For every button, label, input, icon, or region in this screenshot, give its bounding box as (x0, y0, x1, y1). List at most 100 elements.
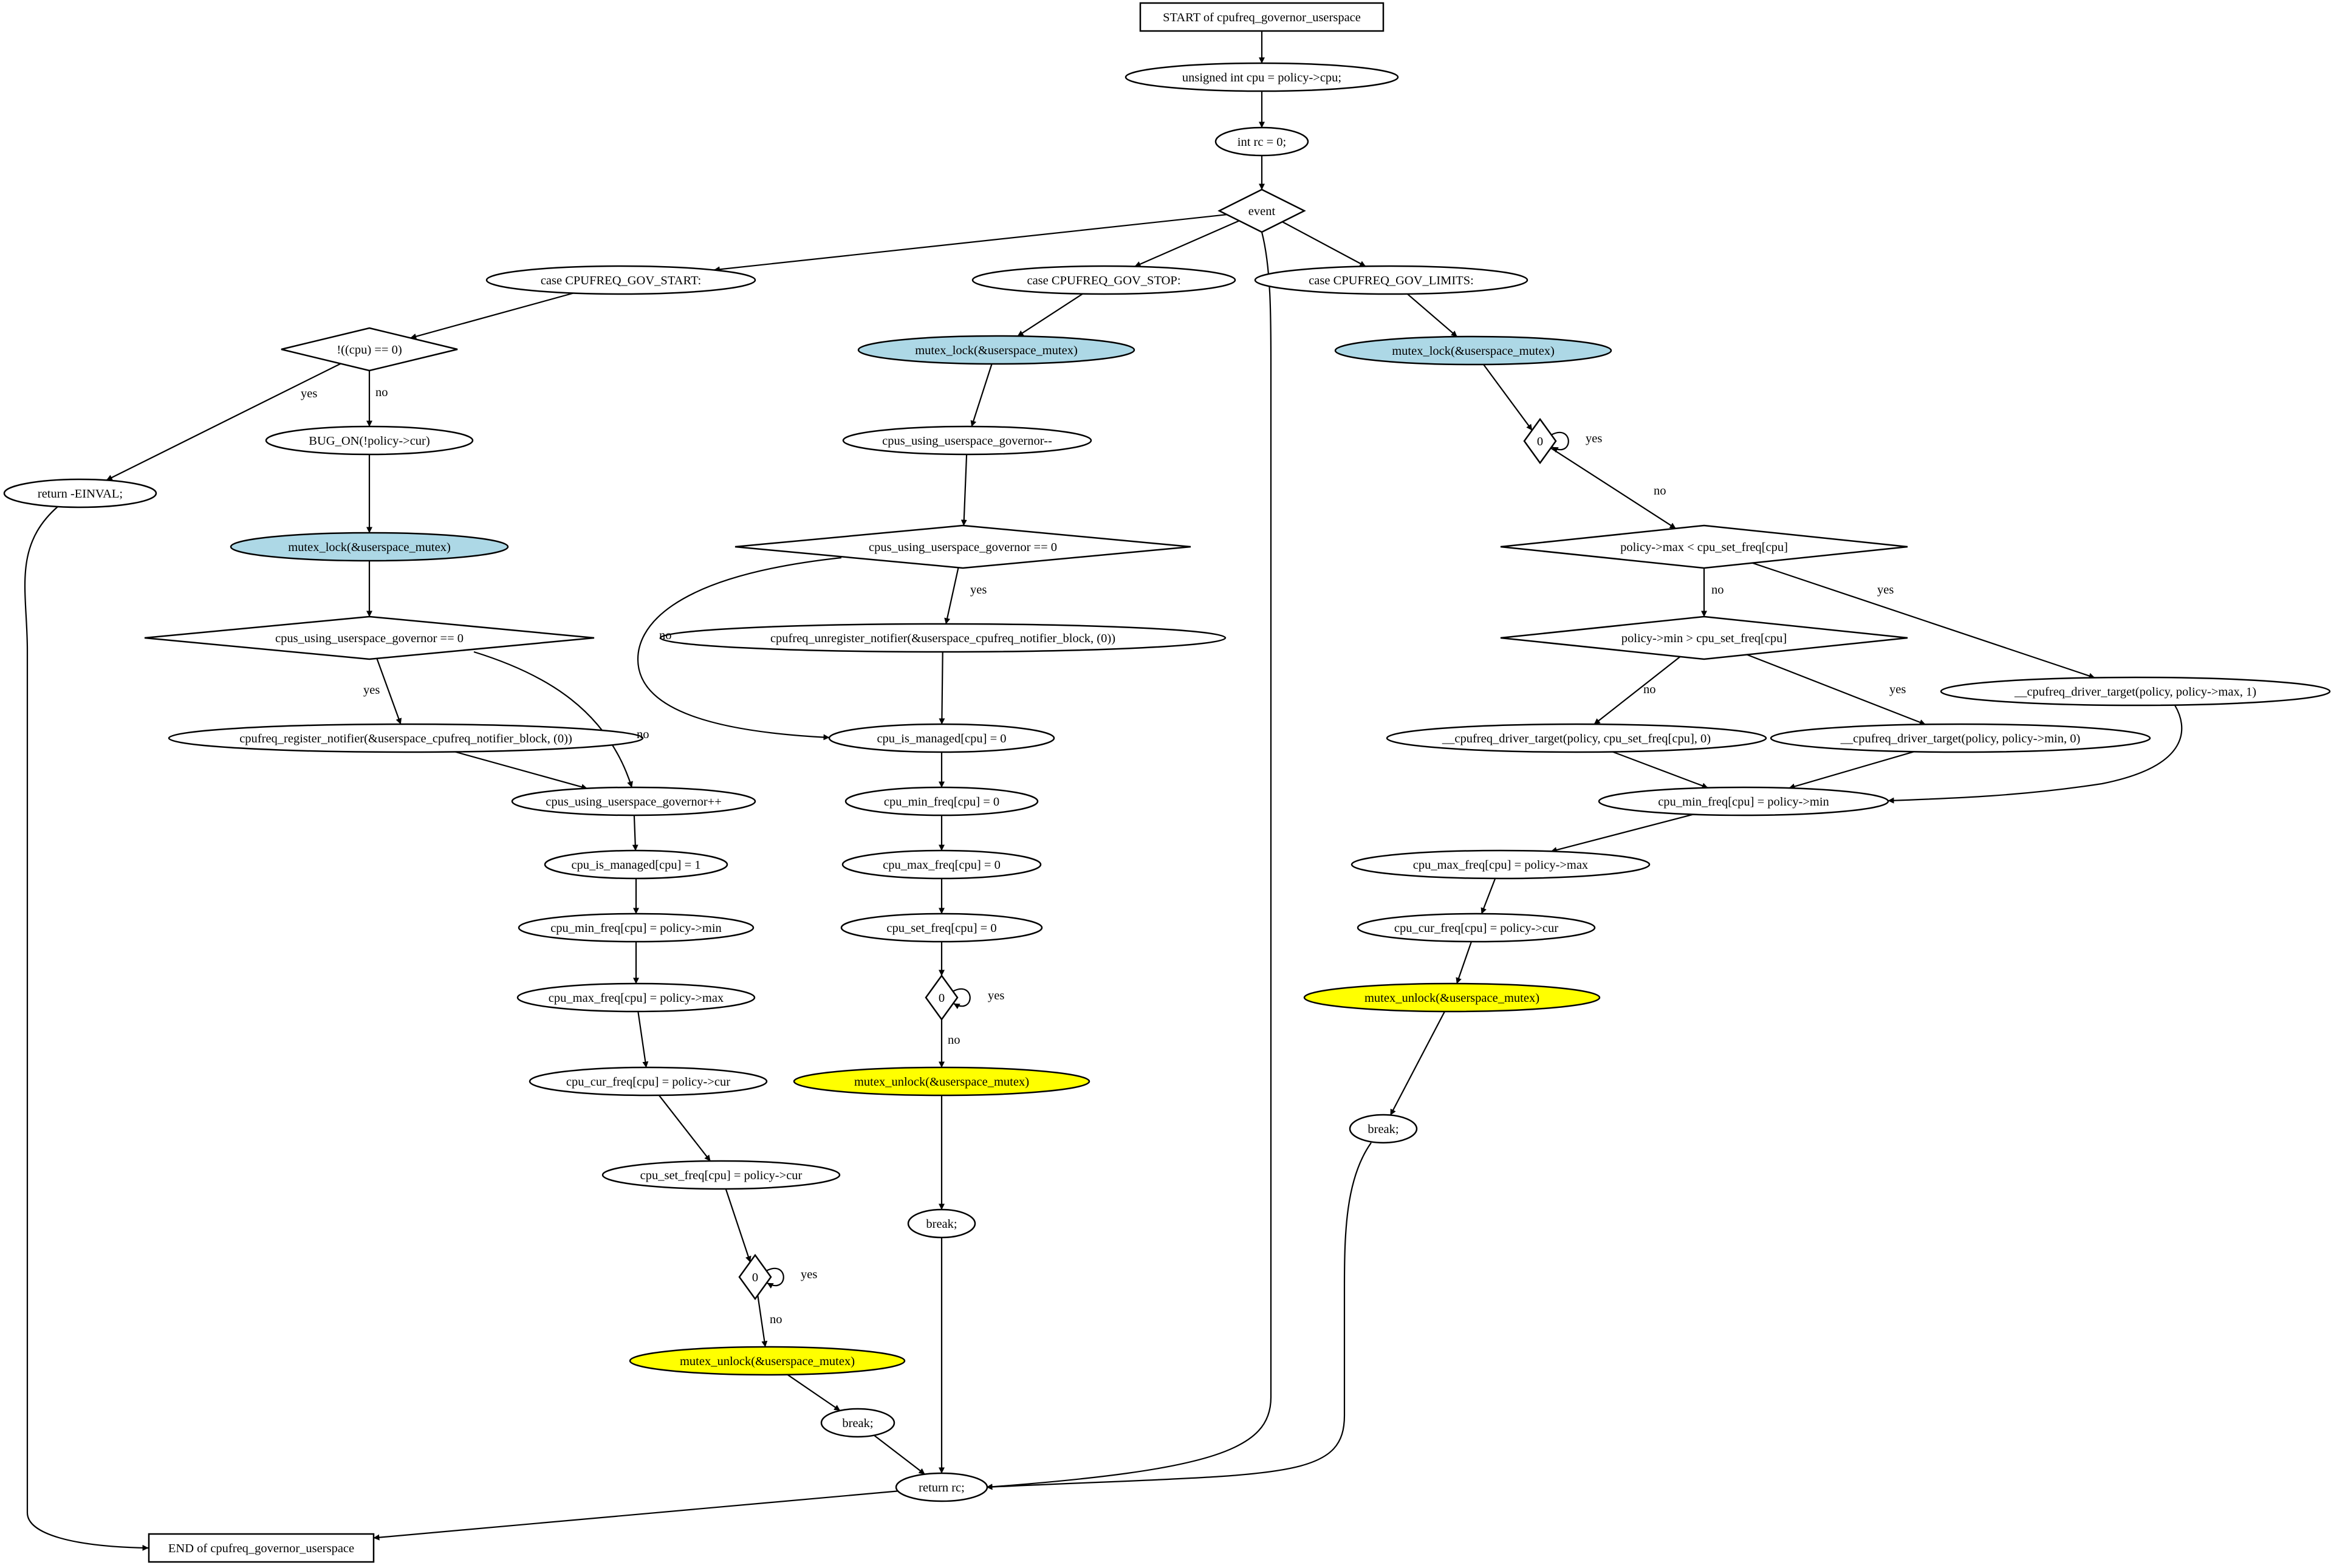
node-lock-stop: mutex_lock(&userspace_mutex) (857, 335, 1135, 365)
edge-label: no (1711, 583, 1724, 597)
edge-inc-using-to-managed1 (632, 815, 638, 851)
node-shape (148, 1533, 375, 1563)
edge-label: yes (988, 989, 1004, 1002)
edge-cur-limits-to-unlock-limits (1456, 941, 1473, 984)
edge-label: no (1654, 484, 1666, 498)
node-event: event (1217, 188, 1306, 233)
node-lock-start: mutex_lock(&userspace_mutex) (230, 532, 509, 562)
node-reg-notifier: cpufreq_register_notifier(&userspace_cpu… (168, 723, 644, 753)
node-shape (516, 982, 756, 1013)
node-shape (1357, 912, 1596, 943)
node-shape (844, 786, 1039, 817)
node-bug-on: BUG_ON(!policy->cur) (265, 425, 474, 456)
node-target-min: __cpufreq_driver_target(policy, policy->… (1770, 723, 2151, 753)
edge-dec-using-to-d-using0-stop (960, 454, 968, 526)
node-shape (738, 1253, 772, 1301)
node-label: case CPUFREQ_GOV_START: (541, 274, 701, 287)
node-shape (1386, 723, 1767, 753)
edge-lock-stop-to-dec-using (970, 363, 993, 427)
node-lock-limits: mutex_lock(&userspace_mutex) (1334, 335, 1612, 366)
node-break-start: break; (820, 1408, 895, 1438)
node-shape (1500, 615, 1908, 660)
node-shape (1254, 265, 1529, 295)
edge-label: no (659, 629, 672, 642)
edge-case-start-to-d-cpu (410, 292, 574, 340)
edge-set-start-to-d0-start (725, 1188, 751, 1262)
node-label: mutex_lock(&userspace_mutex) (1392, 344, 1555, 358)
node-shape (1598, 786, 1889, 817)
node-label: return rc; (919, 1481, 965, 1494)
node-n-cpu: unsigned int cpu = policy->cpu; (1125, 62, 1399, 92)
node-label: cpus_using_userspace_governor == 0 (275, 632, 464, 645)
node-d-max-lt: policy->max < cpu_set_freq[cpu] (1500, 524, 1908, 569)
node-shape (1770, 723, 2151, 753)
edge-event-to-case-start (713, 214, 1227, 273)
node-set-stop: cpu_set_freq[cpu] = 0 (840, 912, 1043, 943)
node-shape (1351, 849, 1651, 880)
node-unlock-limits: mutex_unlock(&userspace_mutex) (1303, 982, 1601, 1013)
node-label: mutex_unlock(&userspace_mutex) (680, 1355, 855, 1368)
node-inc-using: cpus_using_userspace_governor++ (511, 786, 756, 817)
node-label: cpu_max_freq[cpu] = policy->max (549, 991, 724, 1005)
edge-min-limits-to-max-limits (1550, 813, 1694, 853)
node-shape (734, 524, 1191, 569)
node-label: cpus_using_userspace_governor-- (882, 434, 1052, 448)
node-unreg-notifier: cpufreq_unregister_notifier(&userspace_c… (659, 623, 1227, 653)
edge-case-stop-to-lock-stop (1017, 293, 1083, 337)
node-shape (230, 532, 509, 562)
node-shape (840, 912, 1043, 943)
node-label: cpu_set_freq[cpu] = policy->cur (640, 1169, 803, 1182)
node-label: 0 (752, 1271, 758, 1284)
node-shape (1940, 676, 2331, 707)
node-d0-start: 0 (738, 1253, 772, 1301)
nodes-layer: START of cpufreq_governor_userspaceunsig… (3, 2, 2331, 1563)
node-shape (168, 723, 644, 753)
edge-max-limits-to-cur-limits (1481, 878, 1496, 914)
node-dec-using: cpus_using_userspace_governor-- (842, 425, 1092, 456)
node-min-limits: cpu_min_freq[cpu] = policy->min (1598, 786, 1889, 817)
node-label: policy->max < cpu_set_freq[cpu] (1620, 541, 1788, 554)
node-shape (511, 786, 756, 817)
edge-d-using0-start-to-inc-using (473, 651, 633, 788)
node-label: cpufreq_register_notifier(&userspace_cpu… (239, 732, 572, 745)
node-case-stop: case CPUFREQ_GOV_STOP: (971, 265, 1236, 295)
edge-ret-einval-to-end (24, 506, 149, 1551)
node-label: break; (1368, 1123, 1398, 1136)
node-shape (1303, 982, 1601, 1013)
node-shape (485, 265, 756, 295)
node-d-min-gt: policy->min > cpu_set_freq[cpu] (1500, 615, 1908, 660)
node-label: START of cpufreq_governor_userspace (1163, 11, 1361, 24)
node-label: cpufreq_unregister_notifier(&userspace_c… (770, 632, 1115, 645)
edge-cur-start-to-set-start (658, 1095, 711, 1162)
node-target-max: __cpufreq_driver_target(policy, policy->… (1940, 676, 2331, 707)
node-label: return -EINVAL; (38, 487, 123, 501)
edge-target-max-to-min-limits (1888, 705, 2183, 804)
node-label: __cpufreq_driver_target(policy, policy->… (2014, 685, 2256, 699)
node-label: cpu_min_freq[cpu] = 0 (884, 795, 999, 809)
node-shape (518, 912, 755, 943)
node-label: 0 (939, 991, 945, 1005)
node-case-limits: case CPUFREQ_GOV_LIMITS: (1254, 265, 1529, 295)
node-max-limits: cpu_max_freq[cpu] = policy->max (1351, 849, 1651, 880)
edge-d-using0-stop-to-managed0 (637, 556, 842, 741)
edge-break-start-to-ret-rc (874, 1434, 925, 1475)
node-label: BUG_ON(!policy->cur) (309, 434, 430, 448)
edges-layer (24, 31, 2183, 1551)
node-d0-stop: 0 (925, 974, 959, 1021)
node-label: cpus_using_userspace_governor++ (546, 795, 722, 809)
node-label: mutex_unlock(&userspace_mutex) (854, 1075, 1029, 1089)
edge-unlock-limits-to-break-limits (1389, 1011, 1445, 1116)
edge-label: no (948, 1033, 960, 1047)
edge-d-min-gt-to-target-min (1747, 654, 1926, 725)
node-set-start: cpu_set_freq[cpu] = policy->cur (601, 1160, 841, 1190)
edge-d0-stop-to-d0-stop (952, 988, 971, 1009)
node-min-start: cpu_min_freq[cpu] = policy->min (518, 912, 755, 943)
node-max-stop: cpu_max_freq[cpu] = 0 (841, 849, 1042, 880)
node-label: cpu_max_freq[cpu] = policy->max (1413, 858, 1588, 872)
node-shape (857, 335, 1135, 365)
node-label: cpus_using_userspace_governor == 0 (869, 541, 1057, 554)
edge-d0-limits-to-d0-limits (1550, 431, 1569, 453)
edge-break-limits-to-ret-rc (986, 1142, 1372, 1490)
node-shape (601, 1160, 841, 1190)
node-n-rc: int rc = 0; (1214, 126, 1309, 157)
